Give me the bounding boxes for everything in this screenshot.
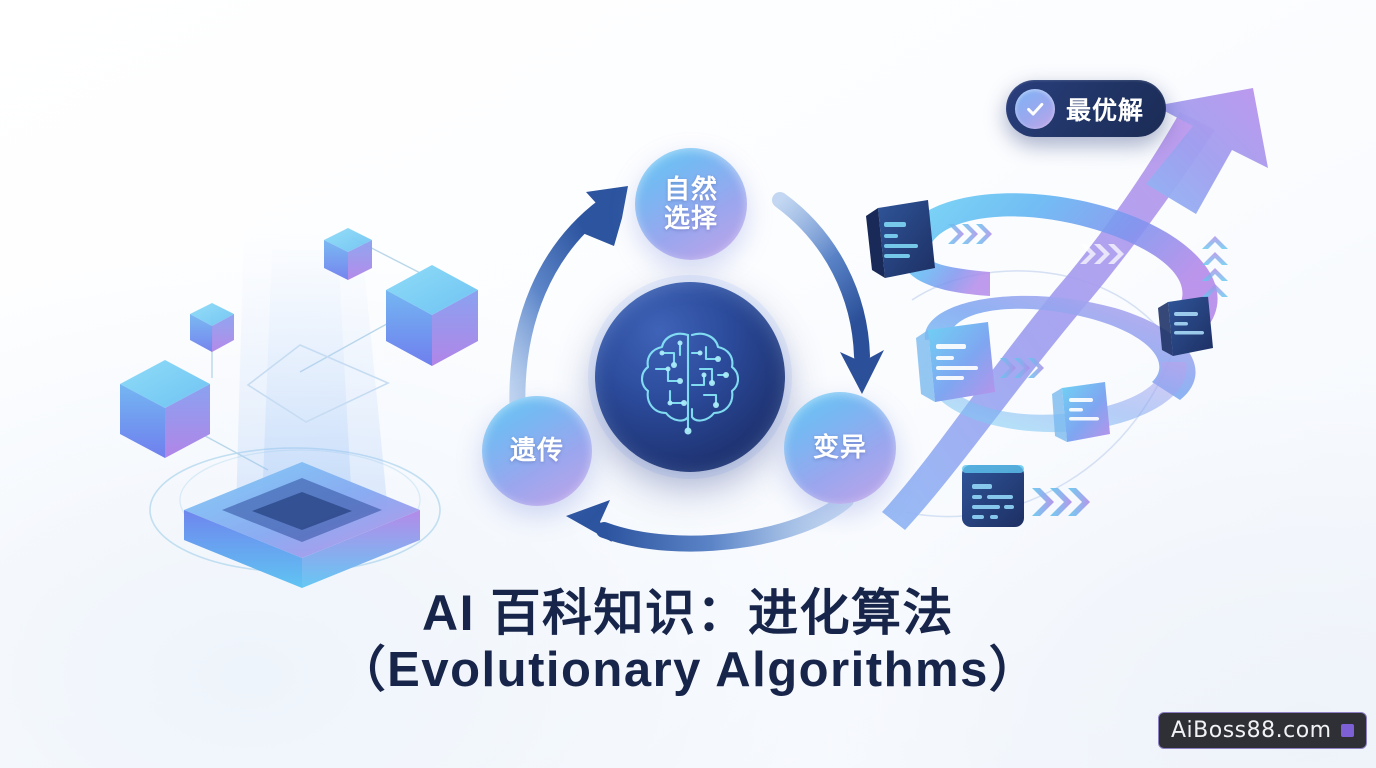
diamond-outline (246, 344, 390, 423)
spiral-ribbon-mid (924, 295, 1196, 400)
title-line-english: （Evolutionary Algorithms） (336, 643, 1040, 697)
cube-large-left (120, 360, 210, 458)
cycle-node-label: 变异 (812, 432, 867, 463)
cube-large-right (386, 265, 478, 366)
watermark-badge: AiBoss88.com (1158, 712, 1367, 749)
pedestal-inset-core (252, 492, 352, 530)
code-card-bottom (962, 465, 1024, 527)
cycle-arc-right (772, 192, 870, 364)
isometric-pedestal (184, 462, 420, 588)
cycle-node-mutation[interactable]: 变异 (777, 385, 903, 511)
chevron-group-mid (1000, 358, 1044, 378)
spiral-ribbon-upper (900, 193, 1218, 330)
optimal-solution-label: 最优解 (1066, 96, 1145, 125)
chevron-group-upper-right (1080, 244, 1124, 264)
watermark-square-icon (1340, 724, 1354, 737)
cycle-arc-bottom (596, 492, 854, 552)
spiral-ribbon-lower (938, 362, 1187, 433)
data-card-right (1158, 296, 1213, 356)
cube-small-top (324, 228, 372, 280)
cycle-node-genetics[interactable]: 遗传 (475, 389, 599, 513)
chevron-group-vertical (1202, 236, 1228, 297)
watermark-text: AiBoss88.com (1171, 718, 1332, 743)
cube-small-left (190, 303, 234, 352)
data-card-mid (916, 322, 995, 402)
cycle-node-natural-selection[interactable]: 自然选择 (628, 141, 754, 267)
cycle-arrow-head-bottom (566, 500, 612, 542)
cycle-node-label: 遗传 (509, 435, 564, 466)
cycle-arrow-head-left (580, 186, 628, 246)
circuit-brain-icon (640, 332, 740, 435)
code-card-top (866, 200, 935, 278)
cycle-arc-left (509, 198, 612, 428)
check-icon (1015, 88, 1055, 129)
optimal-solution-badge[interactable]: 最优解 (1006, 80, 1167, 137)
cycle-node-label: 自然选择 (663, 173, 718, 233)
title-line-chinese: AI 百科知识：进化算法 (422, 585, 954, 641)
cycle-arrow-head-right (840, 350, 884, 394)
light-beam-core (262, 250, 352, 505)
page-title: AI 百科知识：进化算法 （Evolutionary Algorithms） (0, 584, 1376, 699)
chevron-group-top (948, 224, 992, 244)
data-card-lower (1052, 382, 1110, 442)
chevron-group-bottom (1032, 488, 1090, 516)
core-brain-orb (581, 268, 799, 486)
